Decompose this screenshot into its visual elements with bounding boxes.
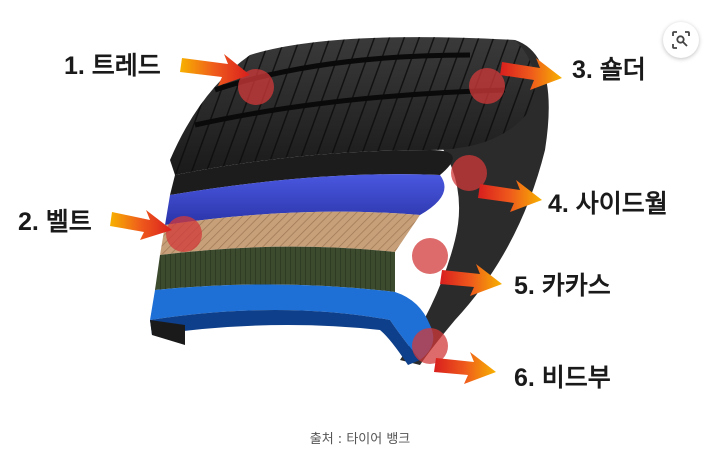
marker-bead [412,328,448,364]
image-caption: 출처 : 타이어 뱅크 [0,428,720,447]
visual-search-icon [671,30,691,50]
label-shoulder: 3. 숄더 [572,56,646,84]
label-bead: 6. 비드부 [514,364,611,392]
label-sidewall: 4. 사이드월 [548,190,668,218]
label-belt: 2. 벨트 [18,208,92,236]
label-tread: 1. 트레드 [64,52,161,80]
visual-search-button[interactable] [663,22,699,58]
arrow-icon [110,210,172,240]
marker-belt [166,216,202,252]
marker-carcass [412,238,448,274]
marker-shoulder [469,68,505,104]
label-carcass: 5. 카카스 [514,272,611,300]
